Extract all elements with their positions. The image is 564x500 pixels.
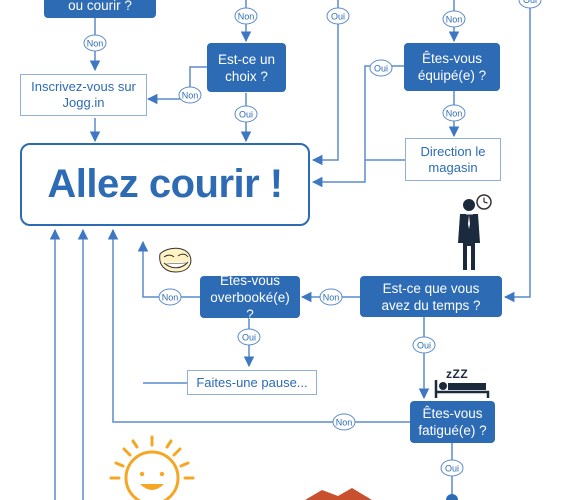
node-text: Faites-une pause... <box>196 374 308 390</box>
oui-badge: Oui <box>369 59 393 77</box>
non-badge: Non <box>158 288 182 306</box>
connector <box>311 65 404 188</box>
oui-badge: Oui <box>412 336 436 354</box>
node-text: Êtes-vous fatigué(e) ? <box>418 406 487 438</box>
svg-text:Oui: Oui <box>417 341 431 351</box>
svg-text:Non: Non <box>162 293 179 303</box>
non-badge: Non <box>319 288 343 306</box>
sun-icon <box>109 435 195 500</box>
label-badges: Non Non Oui Non Oui Non Oui Oui Non Non … <box>83 0 542 477</box>
non-badge: Non <box>332 413 356 431</box>
pause-box: Faites-une pause... <box>187 370 317 395</box>
time-question-box: Est-ce que vous avez du temps ? <box>360 276 502 317</box>
svg-text:Oui: Oui <box>331 12 345 22</box>
node-text: Allez courir ! <box>47 162 283 206</box>
svg-text:Non: Non <box>323 293 340 303</box>
connector <box>311 0 339 166</box>
node-text: Est-ce un choix ? <box>217 51 276 84</box>
roof-icon <box>305 488 372 500</box>
node-text: ou courir ? <box>68 0 132 13</box>
zzz-label: zZZ <box>446 367 468 381</box>
connector <box>503 0 531 303</box>
go-run-box: Allez courir ! <box>20 143 310 226</box>
svg-text:Non: Non <box>446 109 463 119</box>
node-dot <box>446 494 458 500</box>
svg-text:Oui: Oui <box>242 333 256 343</box>
non-badge: Non <box>234 7 258 25</box>
tired-question-box: Êtes-vous fatigué(e) ? <box>410 401 495 443</box>
oui-badge: Oui <box>237 328 261 346</box>
oui-badge: Oui <box>326 7 350 25</box>
troll-face-icon <box>159 247 192 273</box>
overbooked-question-box: Êtes-vous overbooké(e) ? <box>200 273 300 322</box>
svg-text:Oui: Oui <box>523 0 537 5</box>
svg-text:Non: Non <box>336 418 353 428</box>
oui-badge: Oui <box>518 0 542 9</box>
store-box: Direction le magasin <box>405 138 501 181</box>
svg-text:Oui: Oui <box>445 464 459 474</box>
connector <box>146 66 207 105</box>
non-badge: Non <box>178 86 202 104</box>
svg-text:Non: Non <box>87 39 104 49</box>
node-text: Direction le magasin <box>420 143 486 175</box>
svg-text:Oui: Oui <box>239 110 253 120</box>
top-question-box: ou courir ? <box>44 0 156 18</box>
connector <box>107 228 410 423</box>
non-badge: Non <box>442 10 466 28</box>
sleeping-person-icon: zZZ <box>434 367 490 398</box>
clock-icon <box>476 194 492 210</box>
equipped-question-box: Êtes-vous équipé(e) ? <box>404 43 500 91</box>
svg-text:Non: Non <box>446 15 463 25</box>
svg-text:Oui: Oui <box>374 64 388 74</box>
node-text: Êtes-vous équipé(e) ? <box>417 51 487 83</box>
oui-badge: Oui <box>440 459 464 477</box>
node-text: Inscrivez-vous sur Jogg.in <box>31 79 136 110</box>
node-text: Est-ce que vous avez du temps ? <box>381 280 481 313</box>
node-text: Êtes-vous overbooké(e) ? <box>210 272 290 322</box>
svg-text:Non: Non <box>182 91 199 101</box>
choice-question-box: Est-ce un choix ? <box>207 43 286 92</box>
non-badge: Non <box>83 34 107 52</box>
signup-box: Inscrivez-vous sur Jogg.in <box>20 74 147 116</box>
oui-badge: Oui <box>234 105 258 123</box>
non-badge: Non <box>442 104 466 122</box>
svg-text:Non: Non <box>238 12 255 22</box>
person-icon <box>458 199 480 270</box>
